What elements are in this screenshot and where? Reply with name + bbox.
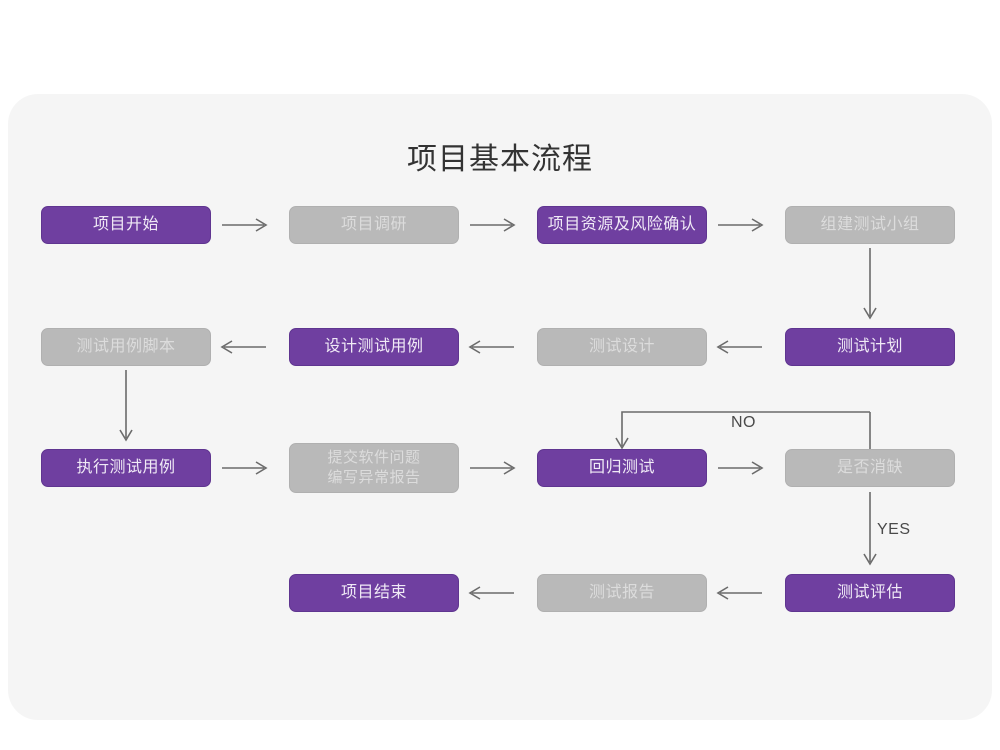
node-test-design[interactable]: 测试设计	[537, 328, 707, 366]
node-project-start[interactable]: 项目开始	[41, 206, 211, 244]
node-submit-defect[interactable]: 提交软件问题 编写异常报告	[289, 443, 459, 493]
node-test-case-script[interactable]: 测试用例脚本	[41, 328, 211, 366]
edge-label-no: NO	[731, 414, 756, 431]
arrow-submit-defect-to-regression	[470, 461, 516, 475]
node-test-plan[interactable]: 测试计划	[785, 328, 955, 366]
arrow-team-to-test-plan	[863, 248, 877, 320]
node-test-evaluation[interactable]: 测试评估	[785, 574, 955, 612]
page-title: 项目基本流程	[407, 143, 593, 176]
node-resource-risk[interactable]: 项目资源及风险确认	[537, 206, 707, 244]
node-project-end[interactable]: 项目结束	[289, 574, 459, 612]
node-execute-test-case[interactable]: 执行测试用例	[41, 449, 211, 487]
arrow-test-design-to-design-case	[468, 340, 514, 354]
arrow-research-to-resource-risk	[470, 218, 516, 232]
arrow-yes-defect-to-evaluation	[863, 492, 877, 566]
node-defect-closed[interactable]: 是否消缺	[785, 449, 955, 487]
arrow-design-case-to-script	[220, 340, 266, 354]
arrow-no-loop-defect-to-regression	[615, 411, 871, 450]
node-project-research[interactable]: 项目调研	[289, 206, 459, 244]
flowchart-card	[8, 94, 992, 720]
arrow-report-to-project-end	[468, 586, 514, 600]
arrow-execute-to-submit-defect	[222, 461, 268, 475]
node-test-report[interactable]: 测试报告	[537, 574, 707, 612]
node-build-test-team[interactable]: 组建测试小组	[785, 206, 955, 244]
arrow-regression-to-defect-closed	[718, 461, 764, 475]
arrow-evaluation-to-report	[716, 586, 762, 600]
node-design-test-case[interactable]: 设计测试用例	[289, 328, 459, 366]
arrow-resource-risk-to-team	[718, 218, 764, 232]
edge-label-yes: YES	[877, 521, 911, 538]
arrow-start-to-research	[222, 218, 268, 232]
node-regression-test[interactable]: 回归测试	[537, 449, 707, 487]
arrow-test-plan-to-test-design	[716, 340, 762, 354]
arrow-script-to-execute	[119, 370, 133, 442]
